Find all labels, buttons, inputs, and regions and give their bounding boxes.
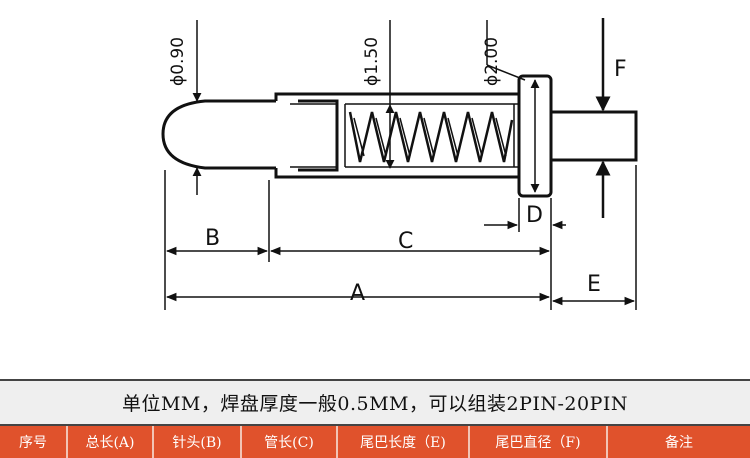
spring-back xyxy=(353,117,507,157)
dim-d-label: D xyxy=(526,203,543,228)
phi200-leader xyxy=(486,64,526,81)
dim-b-label: B xyxy=(205,226,220,251)
phi-2-00-label: ϕ2.00 xyxy=(482,37,502,86)
dim-c-label: C xyxy=(398,229,413,254)
caption-text: 单位MM，焊盘厚度一般0.5MM，可以组装2PIN-20PIN xyxy=(121,393,629,415)
extension-lines xyxy=(164,165,637,310)
table-header-row: 序号 总长(A) 针头(B) 管长(C) 尾巴长度（E) 尾巴直径（F) 备注 xyxy=(0,426,750,458)
dim-f-label: F xyxy=(614,57,627,82)
header-cell-remarks: 备注 xyxy=(665,435,693,451)
header-cell-total-length: 总长(A) xyxy=(68,426,154,458)
spring xyxy=(348,111,514,163)
caption-row: 单位MM，焊盘厚度一般0.5MM，可以组装2PIN-20PIN xyxy=(0,379,750,426)
dim-a-label: A xyxy=(350,281,365,306)
pin-outline xyxy=(161,74,638,198)
header-cell-index: 序号 xyxy=(0,426,68,458)
dim-e-label: E xyxy=(587,272,601,297)
phi-1-50-label: ϕ1.50 xyxy=(362,37,382,86)
header-cell-tail-length: 尾巴长度（E) xyxy=(338,426,470,458)
pogo-pin-diagram: ϕ0.90 ϕ1.50 ϕ2.00 F B C D A E xyxy=(161,18,638,310)
header-cell-tail-diameter: 尾巴直径（F) xyxy=(470,426,608,458)
header-cell-needle-head: 针头(B) xyxy=(154,426,242,458)
header-cell-tube-length: 管长(C) xyxy=(242,426,338,458)
phi-0-90-label: ϕ0.90 xyxy=(168,37,188,86)
pin-inner-lines xyxy=(290,103,519,168)
